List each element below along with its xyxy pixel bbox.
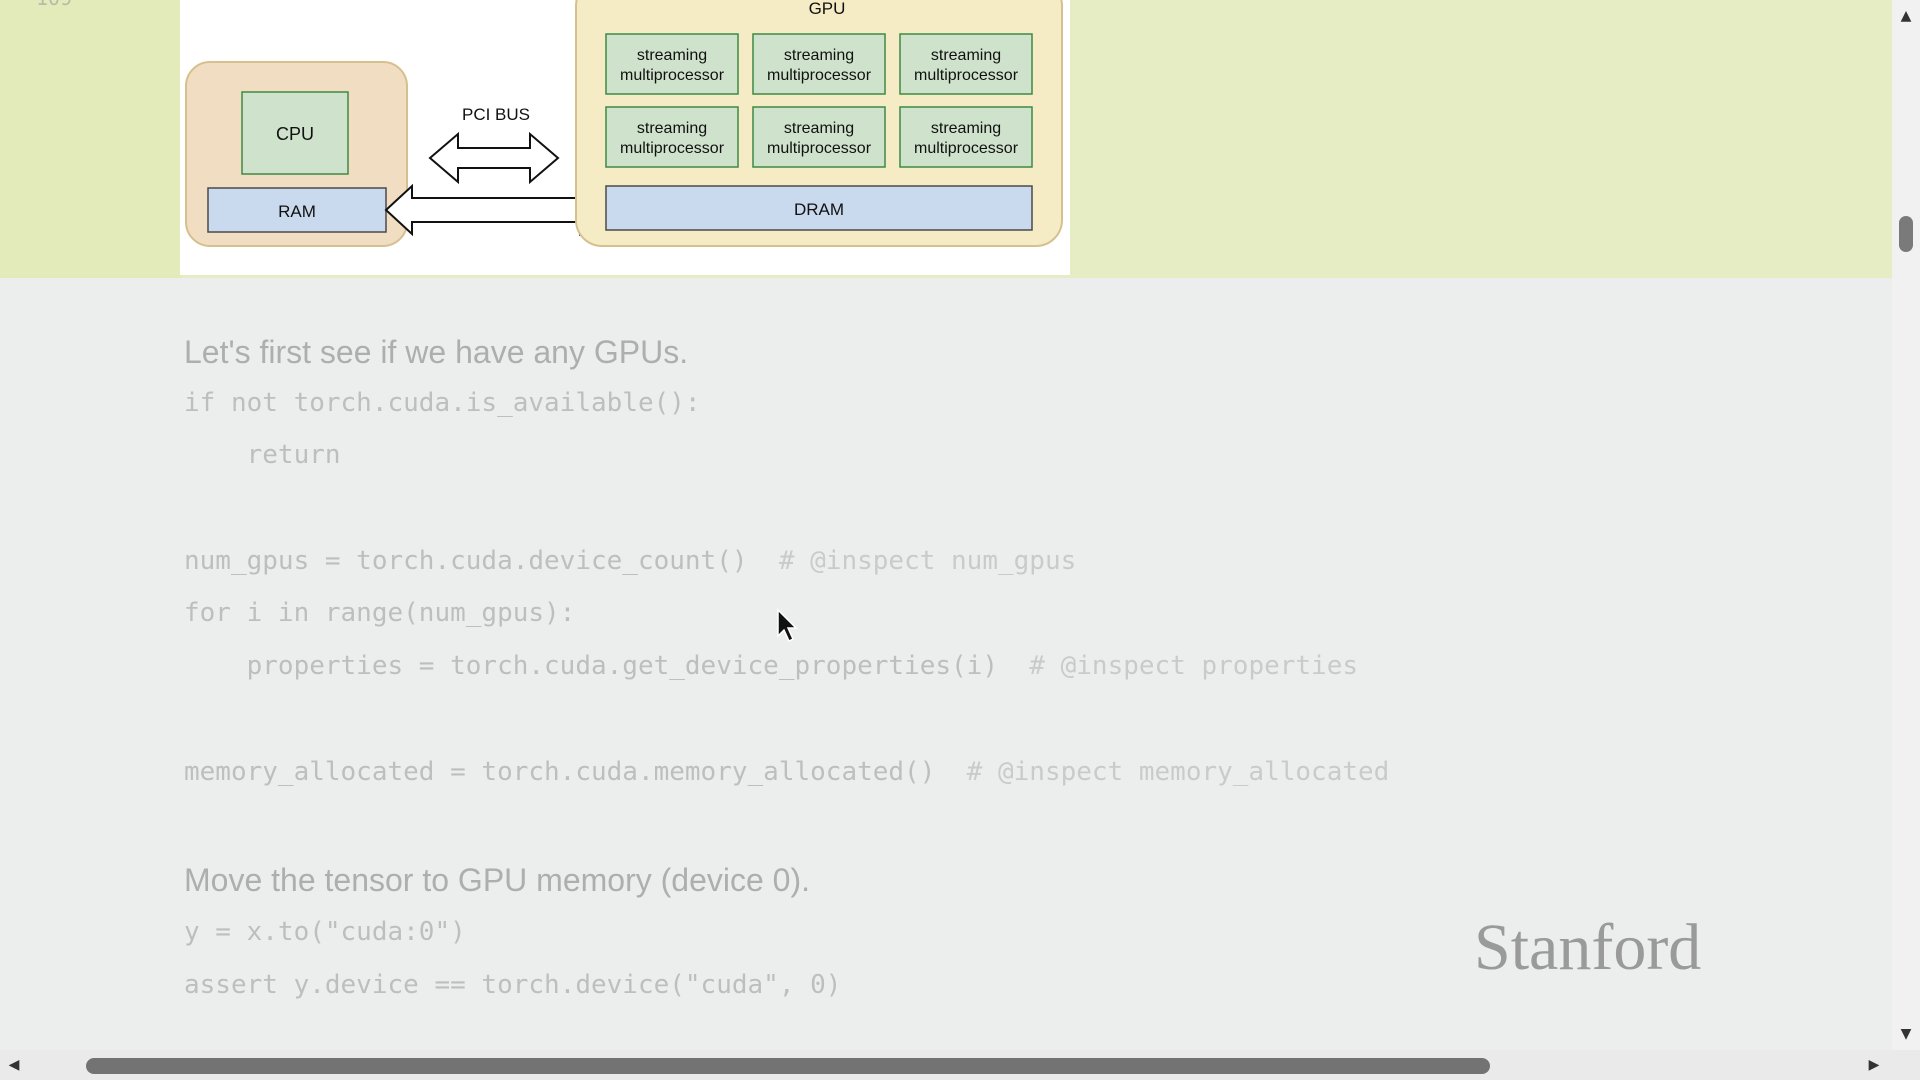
cpu-box [241, 91, 349, 175]
sm-grid: streaming multiprocessor streaming multi… [605, 33, 1033, 168]
svg-text:streaming: streaming [784, 120, 854, 137]
prose-move-tensor: Move the tensor to GPU memory (device 0)… [184, 862, 810, 898]
scroll-up-icon[interactable]: ▲ [1900, 8, 1912, 24]
dram-box [605, 185, 1033, 231]
svg-text:multiprocessor: multiprocessor [767, 140, 872, 157]
code-comment: # @inspect num_gpus [778, 546, 1077, 576]
sm-block: streaming multiprocessor [899, 106, 1033, 168]
code-text: properties = torch.cuda.get_device_prope… [184, 651, 998, 681]
sm-block: streaming multiprocessor [605, 33, 739, 95]
vertical-scroll-thumb[interactable] [1899, 216, 1913, 252]
code-line: for i in range(num_gpus): [184, 598, 576, 628]
code-line: y = x.to("cuda:0") [184, 917, 466, 947]
code-comment: # @inspect properties [1029, 651, 1359, 681]
diagram-svg: CPU RAM PCI BUS GPU streaming multiproce… [185, 0, 1063, 247]
code-line: assert y.device == torch.device("cuda", … [184, 970, 842, 1000]
pci-bus-arrow [428, 131, 560, 185]
pci-bus-label: PCI BUS [462, 105, 530, 124]
line-number: 109 [36, 0, 72, 10]
code-text: num_gpus = torch.cuda.device_count() [184, 546, 748, 576]
code-line: properties = torch.cuda.get_device_prope… [184, 651, 1358, 681]
sm-block: streaming multiprocessor [899, 33, 1033, 95]
horizontal-scrollbar[interactable]: ◀ ▶ [0, 1050, 1920, 1080]
gpu-label: GPU [809, 0, 846, 18]
svg-text:streaming: streaming [637, 47, 707, 64]
memory-bus-arrow [384, 183, 608, 237]
line-gutter [0, 0, 182, 278]
ram-label: RAM [278, 202, 316, 221]
code-text: memory_allocated = torch.cuda.memory_all… [184, 757, 936, 787]
svg-text:streaming: streaming [637, 120, 707, 137]
svg-text:multiprocessor: multiprocessor [620, 67, 725, 84]
scroll-down-icon[interactable]: ▼ [1900, 1026, 1912, 1042]
stanford-watermark: Stanford [1474, 911, 1702, 984]
editor-viewport[interactable]: 109 CPU RAM PCI BUS GPU streaming multip… [0, 0, 1892, 1050]
sm-block: streaming multiprocessor [752, 106, 886, 168]
cpu-gpu-diagram: CPU RAM PCI BUS GPU streaming multiproce… [180, 0, 1070, 275]
svg-text:streaming: streaming [931, 120, 1001, 137]
svg-text:multiprocessor: multiprocessor [620, 140, 725, 157]
cpu-label: CPU [276, 124, 314, 144]
svg-text:multiprocessor: multiprocessor [914, 67, 1019, 84]
svg-text:multiprocessor: multiprocessor [767, 67, 872, 84]
svg-text:streaming: streaming [784, 47, 854, 64]
code-line: num_gpus = torch.cuda.device_count() # @… [184, 546, 1076, 576]
scroll-left-icon[interactable]: ◀ [8, 1057, 20, 1073]
code-comment: # @inspect memory_allocated [966, 757, 1390, 787]
sm-block: streaming multiprocessor [605, 106, 739, 168]
scroll-right-icon[interactable]: ▶ [1868, 1057, 1880, 1073]
dram-label: DRAM [794, 200, 844, 219]
code-line: if not torch.cuda.is_available(): [184, 388, 701, 418]
svg-text:multiprocessor: multiprocessor [914, 140, 1019, 157]
mouse-cursor-icon [776, 608, 800, 648]
vertical-scrollbar[interactable]: ▲ ▼ [1892, 0, 1920, 1050]
prose-gpu-check: Let's first see if we have any GPUs. [184, 334, 689, 370]
code-line: return [184, 440, 341, 470]
horizontal-scroll-thumb[interactable] [86, 1058, 1490, 1074]
code-line: memory_allocated = torch.cuda.memory_all… [184, 757, 1389, 787]
sm-block: streaming multiprocessor [752, 33, 886, 95]
svg-text:streaming: streaming [931, 47, 1001, 64]
